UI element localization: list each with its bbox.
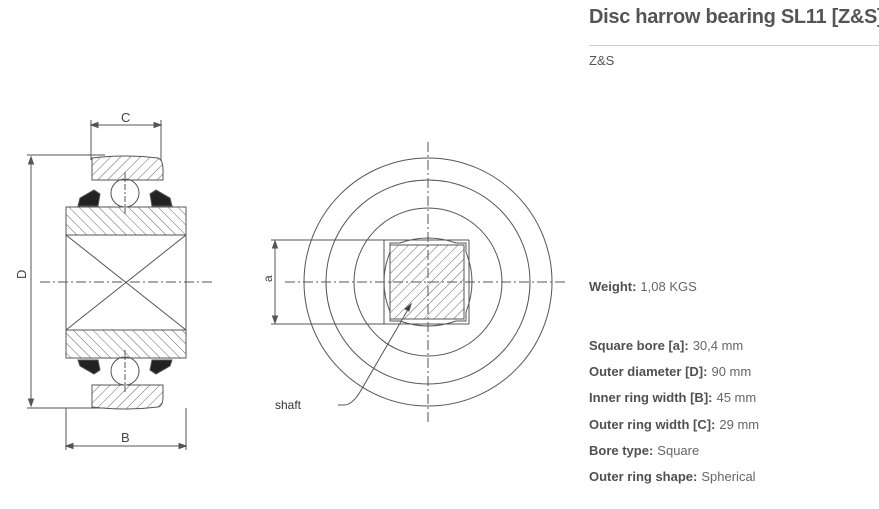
spec-inner-ring-width: Inner ring width [B]:45 mm (589, 390, 756, 405)
bearing-front-view (271, 142, 565, 424)
product-title: Disc harrow bearing SL11 [Z&S] (589, 6, 879, 28)
spec-value: 29 mm (719, 417, 760, 432)
dim-label-d: D (14, 270, 29, 279)
spec-label: Inner ring width [B]: (589, 390, 713, 405)
spec-value: 30,4 mm (692, 338, 744, 353)
spec-value: 1,08 KGS (640, 279, 697, 294)
spec-square-bore: Square bore [a]:30,4 mm (589, 338, 743, 353)
title-divider (589, 45, 879, 46)
spec-bore-type: Bore type:Square (589, 443, 699, 458)
spec-value: Square (657, 443, 700, 458)
spec-outer-ring-width: Outer ring width [C]:29 mm (589, 417, 759, 432)
spec-label: Square bore [a]: (589, 338, 689, 353)
spec-label: Weight: (589, 279, 637, 294)
spec-value: 90 mm (711, 364, 752, 379)
spec-value: 45 mm (716, 390, 757, 405)
spec-weight: Weight:1,08 KGS (589, 279, 697, 294)
spec-label: Outer diameter [D]: (589, 364, 708, 379)
shaft-callout: shaft (275, 398, 302, 412)
spec-outer-diameter: Outer diameter [D]:90 mm (589, 364, 751, 379)
bearing-section-view (27, 120, 212, 450)
spec-label: Outer ring width [C]: (589, 417, 716, 432)
technical-drawing: C D B a shaft (14, 110, 565, 450)
dim-label-b: B (121, 430, 130, 445)
brand-name: Z&S (589, 53, 615, 68)
dim-label-a: a (261, 275, 275, 282)
spec-outer-ring-shape: Outer ring shape:Spherical (589, 469, 756, 484)
spec-label: Outer ring shape: (589, 469, 698, 484)
spec-label: Bore type: (589, 443, 654, 458)
spec-value: Spherical (701, 469, 756, 484)
dim-label-c: C (121, 110, 130, 125)
